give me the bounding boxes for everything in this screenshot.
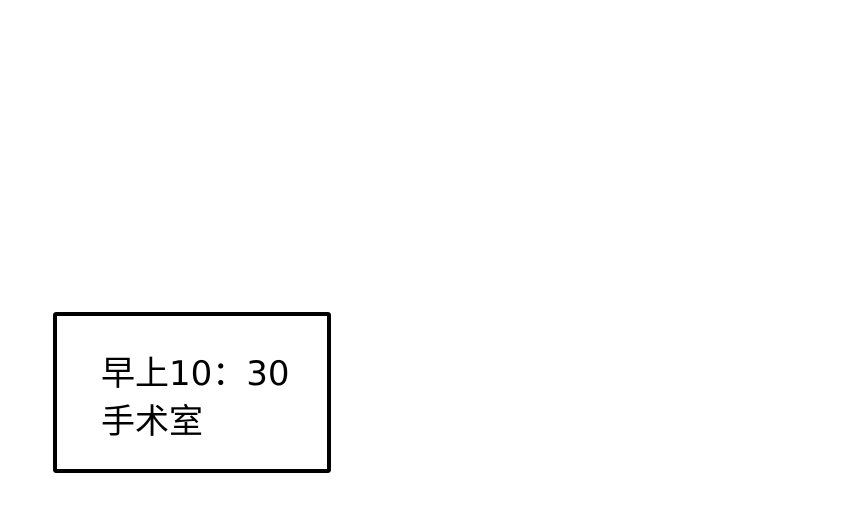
caption-time: 早上10：30	[101, 354, 290, 394]
caption-box: 早上10：30 手术室	[53, 312, 331, 473]
caption-location: 手术室	[101, 402, 203, 442]
caption-text: 早上10：30 手术室	[101, 350, 290, 446]
